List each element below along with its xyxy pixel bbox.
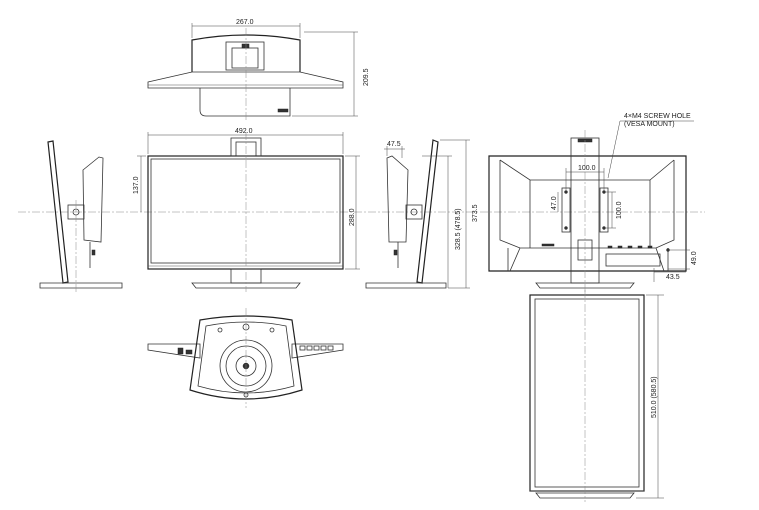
dim-vesa-offset: 47.0 bbox=[551, 192, 559, 212]
dim-side-height: 328.5 (478.5) 373.5 bbox=[422, 139, 479, 289]
dim-front-center: 137.0 bbox=[133, 155, 146, 212]
vesa-note-line2: (VESA MOUNT) bbox=[624, 121, 675, 128]
dim-pivot-height-label: 510.0 (580.5) bbox=[651, 376, 658, 418]
dim-side-depth: 47.5 bbox=[384, 141, 405, 158]
vesa-note: 4×M4 SCREW HOLE (VESA MOUNT) bbox=[607, 113, 694, 179]
vesa-note-line1: 4×M4 SCREW HOLE bbox=[624, 113, 691, 120]
logo-mark bbox=[277, 108, 289, 113]
dim-rear-bottom: 43.5 bbox=[653, 268, 686, 282]
dim-vesa-horizontal-label: 100.0 bbox=[578, 165, 596, 172]
dim-rear-port: 49.0 bbox=[668, 249, 698, 270]
left-side-view bbox=[39, 140, 123, 292]
dim-front-width: 492.0 bbox=[147, 128, 344, 154]
dim-front-height-label: 288.0 bbox=[349, 208, 356, 226]
top-view bbox=[147, 28, 344, 120]
dim-side-height-label: 328.5 (478.5) bbox=[455, 208, 462, 250]
rear-port-row bbox=[607, 245, 653, 249]
dim-vesa-vertical-label: 100.0 bbox=[616, 201, 623, 219]
dim-top-depth-label: 209.5 bbox=[363, 68, 370, 86]
dim-side-total-label: 373.5 bbox=[472, 204, 479, 222]
dim-pivot-height: 510.0 (580.5) bbox=[636, 294, 664, 499]
dim-front-width-label: 492.0 bbox=[235, 128, 253, 135]
bottom-view bbox=[147, 308, 344, 408]
dim-rear-port-label: 49.0 bbox=[691, 251, 698, 265]
dim-vesa-horizontal: 100.0 bbox=[565, 165, 605, 190]
dim-top-width-label: 267.0 bbox=[236, 19, 254, 26]
dim-top-depth: 209.5 bbox=[292, 31, 370, 117]
dim-rear-bottom-label: 43.5 bbox=[666, 274, 680, 281]
dim-side-depth-label: 47.5 bbox=[387, 141, 401, 148]
pivot-view bbox=[529, 290, 645, 502]
dim-front-height: 288.0 bbox=[345, 155, 360, 270]
dim-top-width: 267.0 bbox=[191, 19, 301, 38]
front-view bbox=[147, 132, 344, 292]
bottom-port-row bbox=[299, 345, 334, 351]
right-side-view bbox=[365, 139, 447, 289]
dim-front-center-label: 137.0 bbox=[133, 176, 140, 194]
dim-vesa-vertical: 100.0 bbox=[606, 191, 623, 229]
dim-vesa-offset-label: 47.0 bbox=[551, 196, 558, 210]
rear-view bbox=[488, 130, 687, 292]
